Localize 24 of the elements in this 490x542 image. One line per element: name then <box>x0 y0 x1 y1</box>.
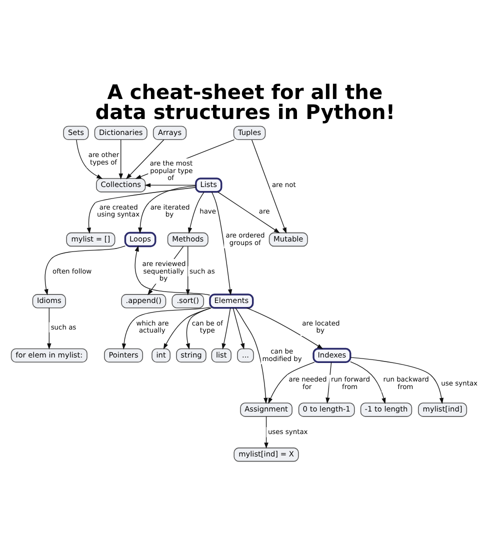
arrow <box>222 308 231 350</box>
arrow <box>163 308 212 350</box>
arrow <box>188 192 204 234</box>
arrow <box>217 192 280 234</box>
arrow <box>76 140 103 179</box>
arrow <box>264 416 268 449</box>
arrow <box>246 308 324 350</box>
arrow <box>235 308 268 404</box>
arrow <box>252 140 286 234</box>
arrow <box>211 192 232 296</box>
arrow <box>326 362 332 404</box>
arrow <box>350 357 444 404</box>
diagram-title: A cheat-sheet for all the data structures in Python! <box>95 80 396 124</box>
arrow <box>144 183 196 188</box>
arrow <box>186 308 212 350</box>
arrow <box>138 186 196 234</box>
arrow <box>122 306 210 350</box>
arrow <box>126 139 164 180</box>
arrow <box>268 362 315 404</box>
arrow <box>44 246 126 296</box>
arrow <box>86 187 196 234</box>
arrow <box>118 139 123 180</box>
arrow <box>350 361 386 404</box>
arrow <box>232 308 245 350</box>
